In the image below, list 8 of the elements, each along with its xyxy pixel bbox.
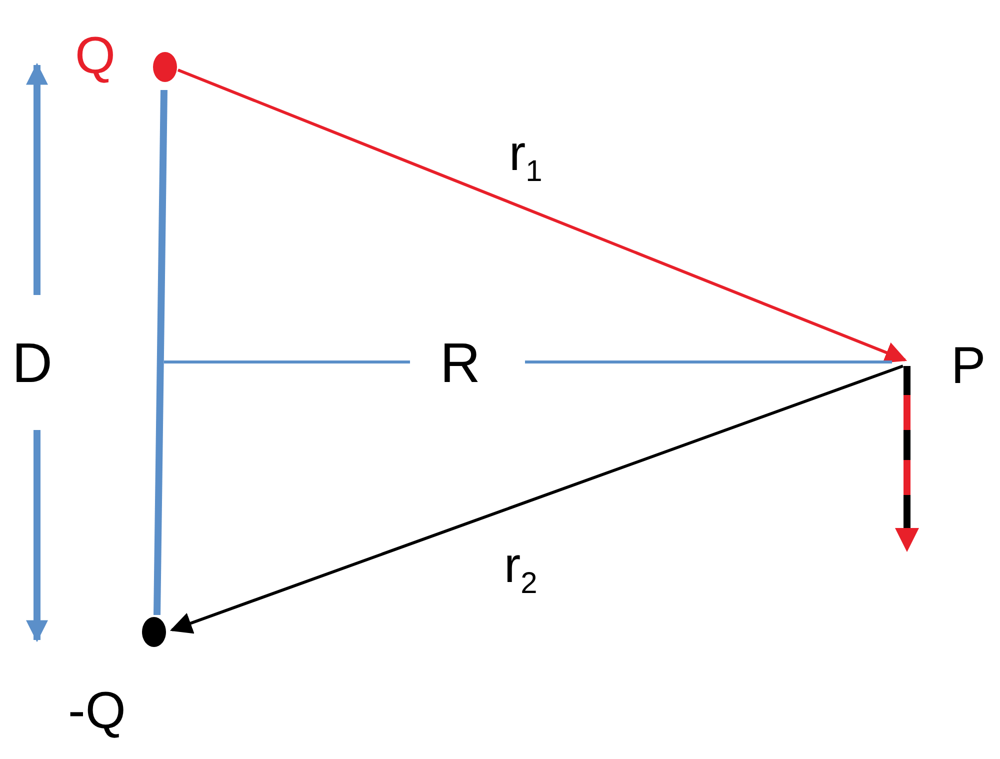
arrow	[177, 68, 908, 363]
dimension-label: R	[440, 335, 480, 391]
point-label: -Q	[68, 685, 126, 737]
point-label: Q	[75, 30, 116, 82]
dimension-label: D	[12, 335, 52, 391]
arrow	[170, 364, 904, 634]
connector-line	[154, 90, 168, 616]
point-label: P	[951, 340, 986, 392]
